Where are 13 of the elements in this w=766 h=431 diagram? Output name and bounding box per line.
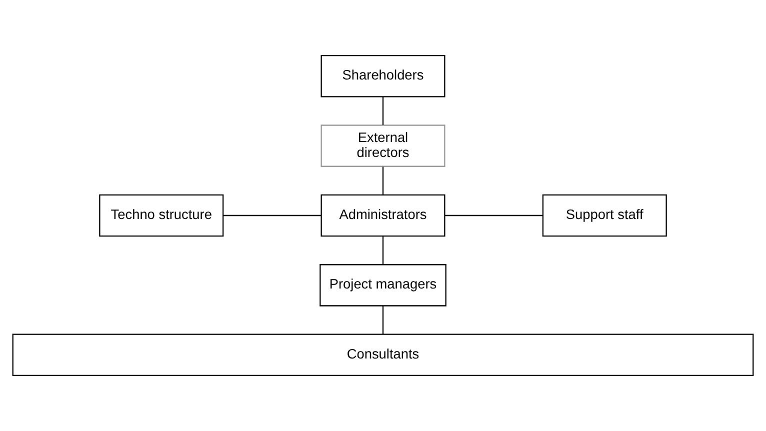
node-box: Support staff — [542, 194, 667, 237]
connector — [382, 97, 384, 125]
connector — [382, 166, 384, 195]
node-box: External directors — [320, 124, 446, 167]
connector — [223, 214, 322, 216]
node-box: Consultants — [12, 334, 754, 376]
node-box: Administrators — [320, 194, 446, 237]
node-box: Techno structure — [99, 194, 224, 237]
connector — [444, 214, 543, 216]
connector — [382, 306, 384, 334]
node-box: Project managers — [320, 264, 446, 306]
connector — [382, 236, 384, 264]
node-box: Shareholders — [320, 55, 446, 98]
